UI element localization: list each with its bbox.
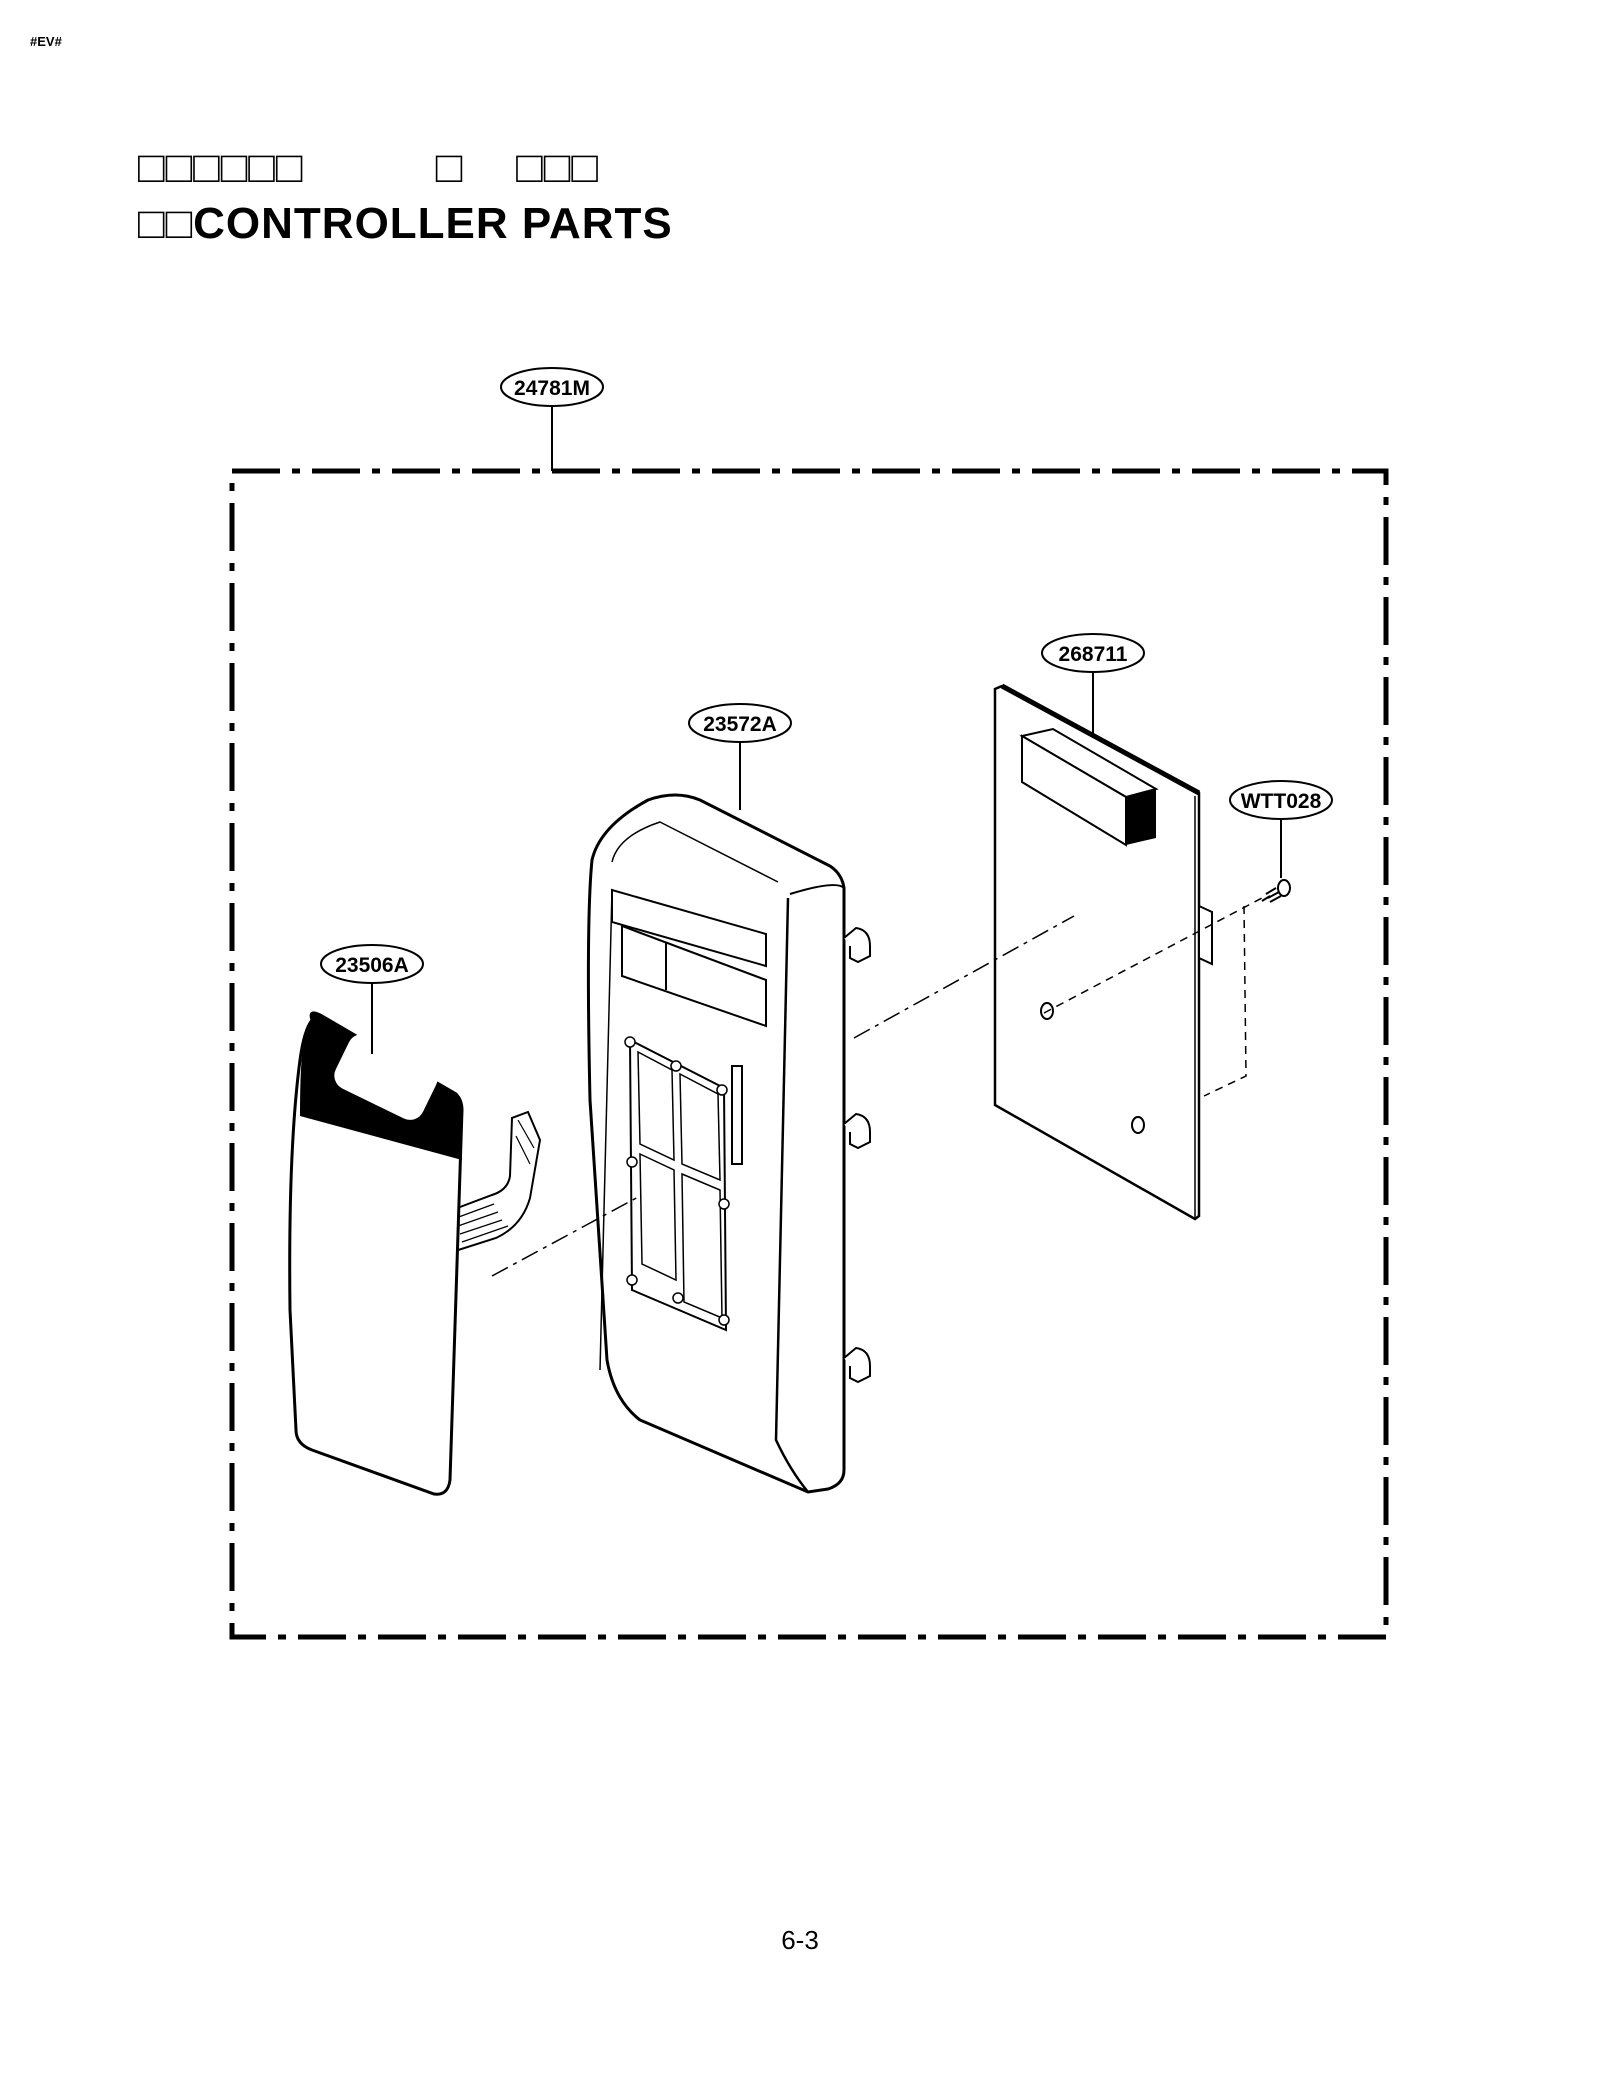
pcb-board <box>993 683 1213 1221</box>
page-title: □□□□□□ □ □□□ □□CONTROLLER PARTS <box>138 140 673 252</box>
callout-membrane-label: 23506A <box>335 954 409 977</box>
callout-assembly-label: 24781M <box>514 377 590 400</box>
control-housing <box>586 793 871 1494</box>
callout-assembly: 24781M <box>500 367 604 471</box>
membrane-sheet <box>288 1011 542 1496</box>
callout-membrane: 23506A <box>320 944 424 1054</box>
callout-pcb-label: 268711 <box>1059 643 1128 666</box>
page-number: 6-3 <box>781 1925 819 1955</box>
title-line-1: □□□□□□ □ □□□ <box>138 143 599 192</box>
screw <box>1261 879 1291 903</box>
callout-housing: 23572A <box>688 703 792 810</box>
callout-housing-label: 23572A <box>703 713 777 736</box>
callout-screw-label: WTT028 <box>1241 790 1322 813</box>
assembly-boundary <box>229 468 1389 1640</box>
callout-pcb: 268711 <box>1041 633 1145 738</box>
corner-tag: #EV# <box>30 34 62 49</box>
alignment-lines <box>491 897 1263 1277</box>
title-line-2: □□CONTROLLER PARTS <box>138 199 673 248</box>
callout-screw: WTT028 <box>1229 780 1333 878</box>
